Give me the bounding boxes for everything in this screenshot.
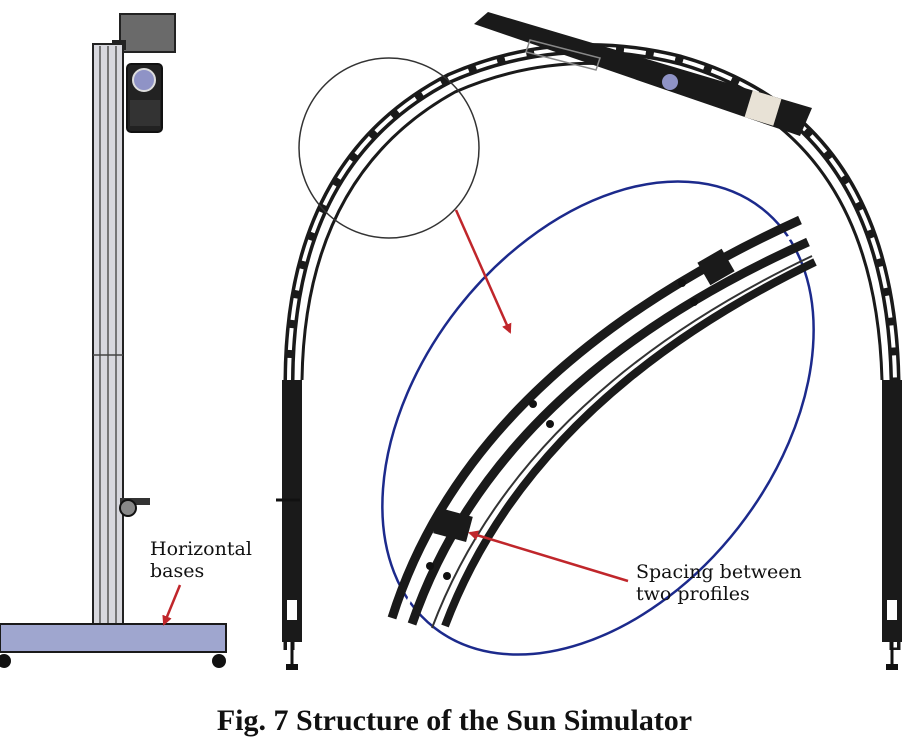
left-leg	[282, 380, 302, 642]
column-clamp	[119, 498, 150, 517]
spacer-block-bottom	[433, 508, 473, 542]
wheel-left	[0, 654, 11, 668]
horizontal-bases-label: Horizontal bases	[150, 538, 252, 582]
side-view-stand	[0, 13, 227, 668]
wheel-right	[212, 654, 226, 668]
figure-caption: Fig. 7 Structure of the Sun Simulator	[216, 704, 693, 737]
lamp-housing	[119, 13, 176, 53]
zoom-detail	[381, 180, 817, 656]
horizontal-bases-line2: bases	[150, 560, 205, 582]
magnifier-circle	[298, 57, 480, 239]
magnifier-arrow	[454, 209, 512, 334]
spacer-block-top	[697, 248, 735, 286]
horizontal-bases-line1: Horizontal	[150, 538, 252, 560]
arch-frame	[276, 12, 902, 670]
spacing-label: Spacing between two profiles	[636, 561, 802, 605]
lamp-carriage	[474, 12, 812, 136]
spacing-line2: two profiles	[636, 583, 750, 605]
spacing-line1: Spacing between	[636, 561, 802, 583]
horizontal-base-plate	[0, 623, 227, 653]
right-leg	[882, 380, 902, 642]
zoom-ellipse	[381, 180, 815, 656]
bases-arrow	[162, 584, 182, 626]
spacing-arrow	[468, 530, 629, 583]
